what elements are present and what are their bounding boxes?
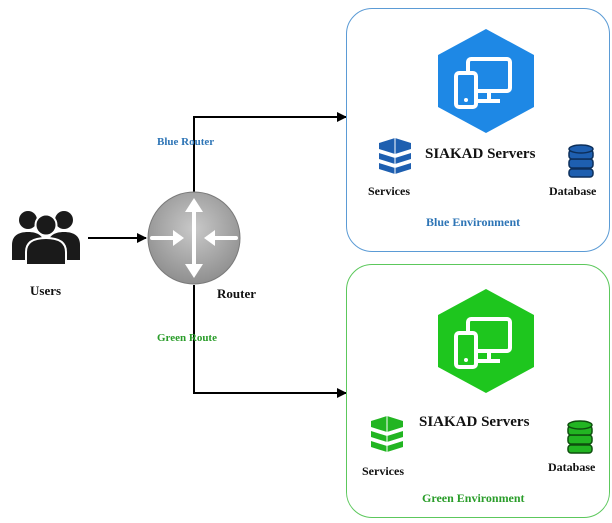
database-icon — [568, 144, 594, 178]
desktop-mobile-icon — [438, 289, 534, 393]
users-label: Users — [30, 283, 62, 298]
stacked-disks-icon — [371, 416, 403, 452]
blue-route-arrow — [193, 112, 347, 192]
blue-services-label: Services — [368, 184, 410, 198]
green-route-arrow — [193, 285, 347, 398]
green-route-label: Green Route — [157, 332, 217, 344]
blue-servers-label: SIAKAD Servers — [425, 146, 536, 162]
router-label: Router — [217, 286, 256, 301]
green-environment-title: Green Environment — [422, 491, 525, 505]
green-database-label: Database — [548, 460, 596, 474]
database-icon — [567, 420, 593, 454]
blue-route-label: Blue Router — [157, 136, 215, 148]
desktop-mobile-icon — [438, 29, 534, 133]
blue-environment-title: Blue Environment — [426, 215, 521, 229]
router-icon — [147, 191, 241, 285]
green-servers-label: SIAKAD Servers — [419, 414, 530, 430]
users-group-icon — [12, 211, 80, 266]
blue-environment-box: SIAKAD Servers Services Database Blu — [346, 8, 610, 252]
stacked-disks-icon — [379, 138, 411, 174]
green-environment-box: SIAKAD Servers Services Database Gre — [346, 264, 610, 518]
green-services-label: Services — [362, 464, 404, 478]
router-node — [146, 190, 242, 286]
users-node: Users — [6, 205, 90, 301]
blue-database-label: Database — [549, 184, 597, 198]
